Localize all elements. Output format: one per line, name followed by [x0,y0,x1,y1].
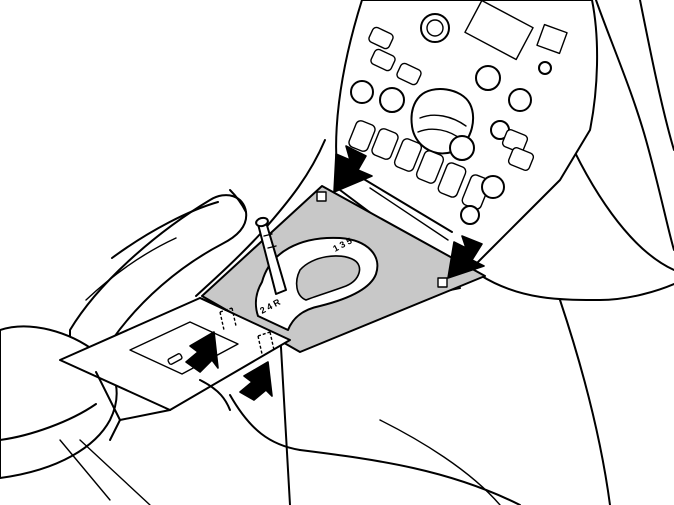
right-knob [508,88,532,112]
down-arrow-icon [333,145,373,193]
up-arrow-icon [185,331,219,373]
tray-latch [167,353,183,365]
down-arrow-icon [447,235,485,279]
mid-knob [475,65,501,91]
gear-lever [255,216,287,295]
gearshift-cover-panel: 1 3 5 2 4 R [201,185,486,353]
upper-square-button [536,23,568,55]
clip-top-left [316,191,327,202]
center-stack [335,0,599,281]
climate-buttons [348,120,535,225]
display-slot [464,0,534,61]
dashed-clip-icon [219,307,275,355]
up-arrow-icon [239,361,273,401]
clip-bottom-right [437,277,448,288]
